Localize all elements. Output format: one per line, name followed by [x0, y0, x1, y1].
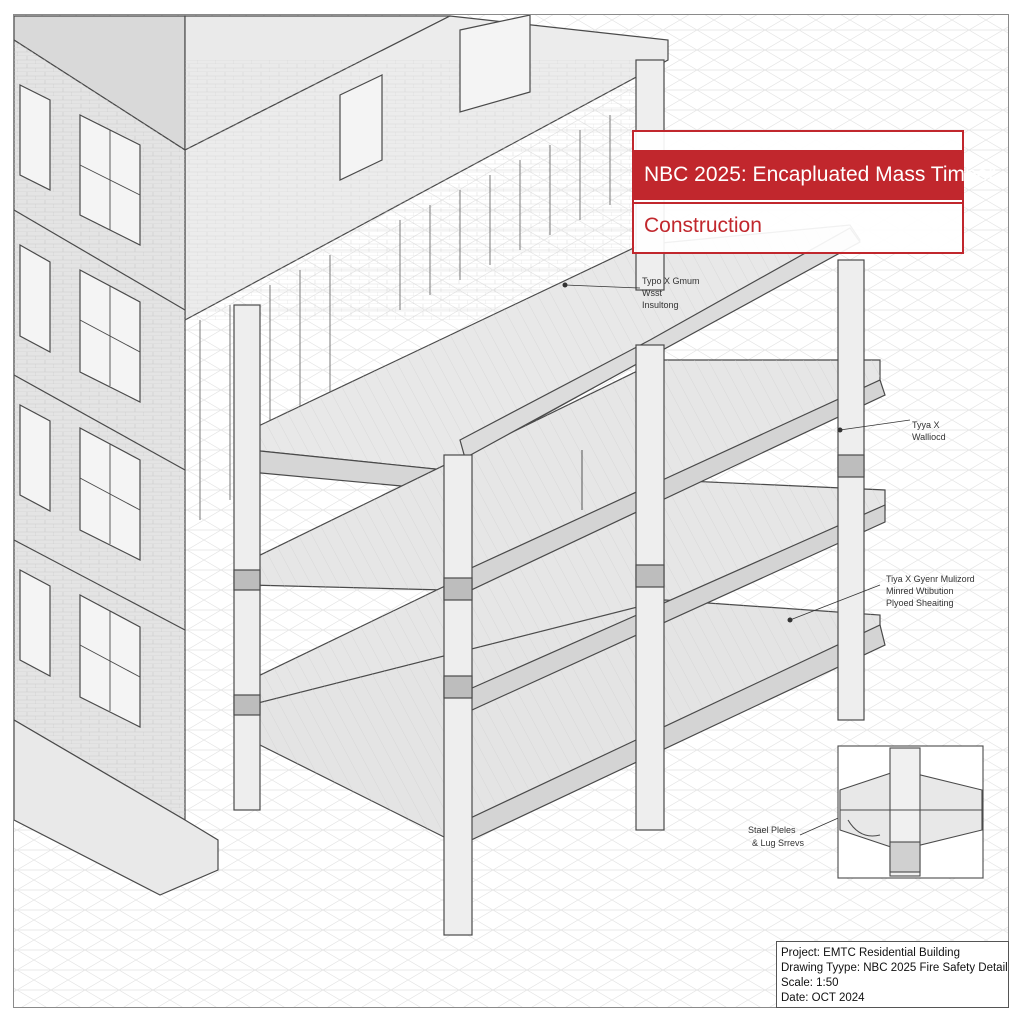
annotation-gypsum-wall-line1: Typo X Gmum: [642, 276, 700, 286]
title-callout: NBC 2025: Encapluated Mass Timber Constr…: [632, 130, 995, 254]
annotation-steel-plates-line1: Stael Pleles: [748, 825, 796, 835]
annotation-gypsum-wall-line2: Wsst: [642, 288, 662, 298]
connection-detail-inset: [837, 745, 984, 879]
leader-dot-1: [562, 282, 568, 288]
title-block-drawing-type: Drawing Tyype: NBC 2025 Fire Safety Deta…: [781, 962, 1008, 974]
title-block-project: Project: EMTC Residential Building: [781, 947, 960, 959]
drawing-title-block: Project: EMTC Residential Building Drawi…: [776, 941, 1009, 1008]
leader-dot-3: [787, 617, 793, 623]
title-callout-line2: Construction: [634, 202, 962, 246]
annotation-steel-plates-line2: & Lug Srrevs: [752, 838, 805, 848]
annotation-type-x-line2: Walliocd: [912, 432, 946, 442]
annotation-sheathing-line3: Plyoed Sheaiting: [886, 598, 954, 608]
title-block-scale: Scale: 1:50: [781, 977, 839, 989]
annotation-sheathing-line1: Tiya X Gyenr Mulizord: [886, 574, 975, 584]
mass-timber-frame: [233, 59, 886, 936]
annotation-gypsum-wall-line3: Insultong: [642, 300, 679, 310]
title-callout-line1: NBC 2025: Encapluated Mass Timber: [634, 150, 995, 200]
title-block-date: Date: OCT 2024: [781, 992, 865, 1004]
annotation-type-x-line1: Tyya X: [912, 420, 940, 430]
leader-dot-2: [837, 427, 843, 433]
annotation-sheathing-line2: Minred Wtibution: [886, 586, 954, 596]
